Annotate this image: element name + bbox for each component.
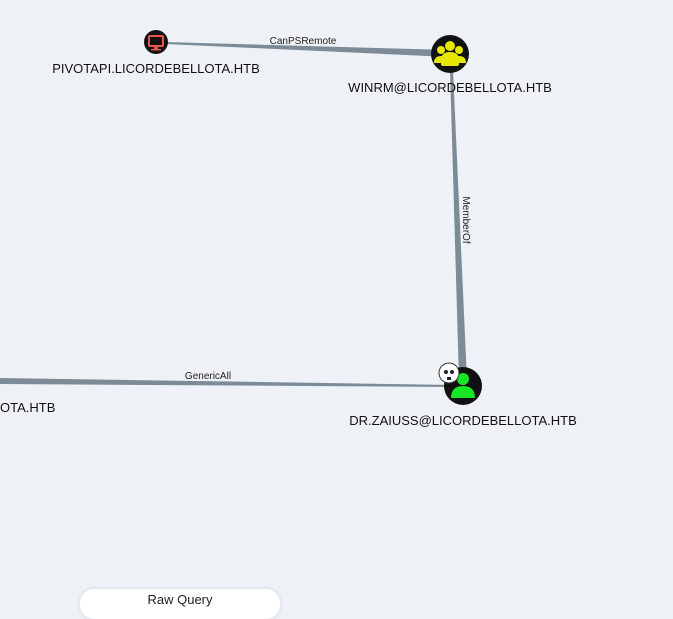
edge-label-canpsremote: CanPSRemote: [270, 36, 337, 47]
raw-query-bar[interactable]: Raw Query: [80, 589, 280, 619]
node-label-winrm: WINRM@LICORDEBELLOTA.HTB: [348, 80, 552, 95]
graph-svg: CanPSRemote MemberOf GenericAll PIVOTAPI…: [0, 30, 577, 428]
node-label-pivotapi: PIVOTAPI.LICORDEBELLOTA.HTB: [52, 61, 260, 76]
edge-genericall[interactable]: [0, 378, 455, 387]
user-icon: [451, 373, 475, 398]
node-label-offscreen: OTA.HTB: [0, 400, 55, 415]
edge-label-genericall: GenericAll: [185, 371, 231, 382]
graph-canvas[interactable]: CanPSRemote MemberOf GenericAll PIVOTAPI…: [0, 0, 673, 600]
edge-canpsremote[interactable]: [165, 42, 450, 57]
node-drzaiuss[interactable]: [438, 362, 482, 405]
node-label-drzaiuss: DR.ZAIUSS@LICORDEBELLOTA.HTB: [349, 413, 577, 428]
skull-owned-icon: [438, 362, 460, 384]
node-pivotapi[interactable]: [144, 30, 168, 54]
edge-label-memberof: MemberOf: [460, 196, 471, 243]
group-icon: [434, 41, 466, 66]
edge-memberof[interactable]: [450, 70, 467, 380]
computer-icon: [148, 35, 164, 51]
node-winrm[interactable]: [431, 35, 469, 73]
